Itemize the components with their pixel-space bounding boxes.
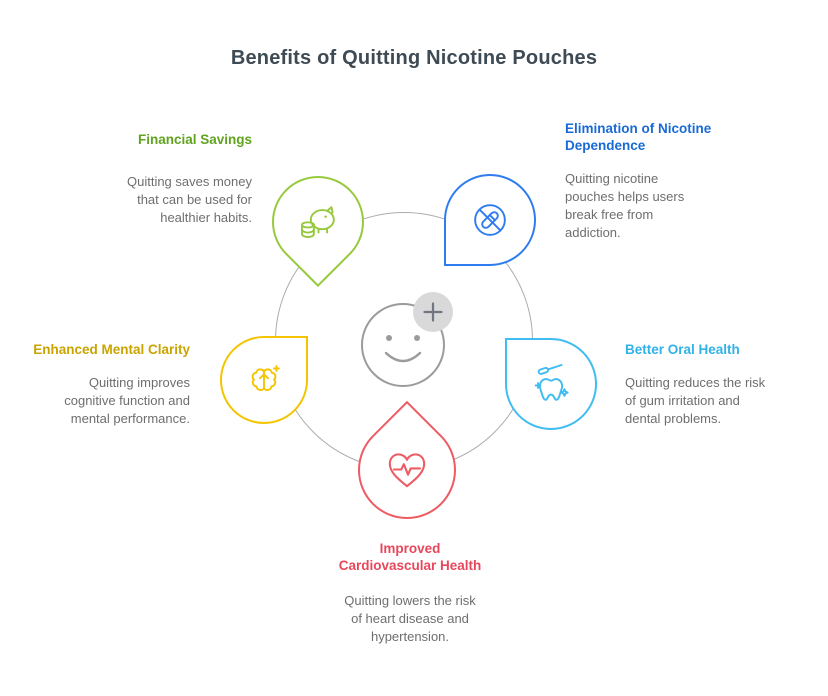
node-nicotine-dependence: [444, 174, 536, 266]
node-mental-clarity: [220, 336, 308, 424]
page-title: Benefits of Quitting Nicotine Pouches: [230, 47, 598, 69]
cardiovascular-health-description: Quitting lowers the risk of heart diseas…: [344, 593, 476, 644]
node-cardiovascular-health: [337, 400, 477, 540]
no-nicotine-icon: [474, 204, 506, 236]
nicotine-dependence-heading: Elimination of Nicotine Dependence: [565, 121, 712, 153]
label-mental-clarity: Enhanced Mental Clarity Quitting improve…: [0, 341, 190, 428]
label-financial-savings: Financial Savings Quitting saves money t…: [32, 131, 252, 227]
nicotine-dependence-description: Quitting nicotine pouches helps users br…: [565, 171, 685, 240]
financial-savings-description: Quitting saves money that can be used fo…: [126, 174, 252, 225]
cardiovascular-health-heading: Improved Cardiovascular Health: [338, 541, 482, 573]
oral-health-description: Quitting reduces the risk of gum irritat…: [625, 375, 766, 426]
oral-health-heading: Better Oral Health: [625, 342, 740, 357]
mental-clarity-description: Quitting improves cognitive function and…: [64, 375, 190, 426]
node-oral-health: [505, 338, 597, 430]
oral-drop-shape: [505, 338, 597, 430]
brain-icon: [251, 365, 280, 391]
mental-drop-shape: [220, 336, 308, 424]
financial-savings-heading: Financial Savings: [137, 132, 252, 147]
label-oral-health: Better Oral Health Quitting reduces the …: [625, 341, 815, 428]
tooth-toothbrush-icon: [534, 364, 569, 401]
piggy-bank-icon: [301, 206, 335, 239]
heart-pulse-icon: [388, 453, 426, 488]
plus-badge-icon: [413, 292, 453, 332]
node-financial-savings: [252, 156, 384, 288]
label-cardiovascular-health: Improved Cardiovascular Health Quitting …: [300, 540, 520, 646]
smiley-face-icon: [361, 292, 453, 387]
mental-clarity-heading: Enhanced Mental Clarity: [33, 342, 190, 357]
label-nicotine-dependence: Elimination of Nicotine Dependence Quitt…: [565, 120, 755, 242]
